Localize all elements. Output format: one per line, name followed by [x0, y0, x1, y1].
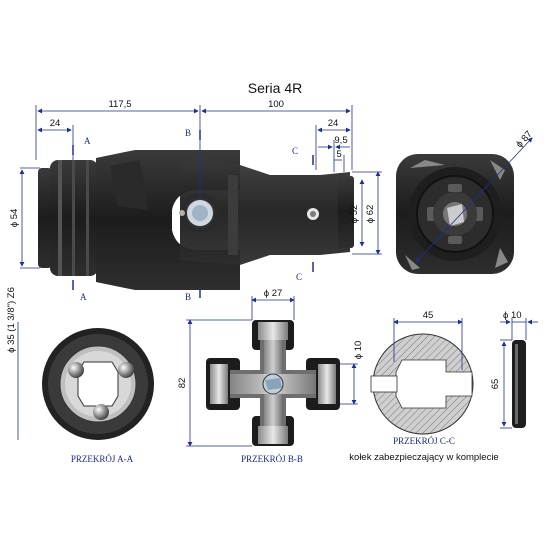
drawing-title: Seria 4R	[248, 80, 302, 96]
label-section-a-a: PRZEKRÓJ A-A	[71, 454, 134, 464]
dim-45: 45	[423, 310, 434, 321]
label-section-b-b: PRZEKRÓJ B-B	[241, 454, 303, 464]
dim-100: 100	[268, 99, 284, 110]
joint-end-view	[396, 154, 514, 274]
dim-phi-62: ϕ 62	[365, 205, 376, 224]
section-c-c	[370, 333, 474, 435]
dim-9-5: 9,5	[334, 135, 347, 146]
dim-phi-54: ϕ 54	[9, 209, 20, 228]
marker-a-top: A	[84, 136, 91, 146]
dim-65: 65	[490, 379, 501, 390]
locking-pin	[512, 340, 526, 428]
joint-side-view	[38, 150, 354, 290]
side-view-dimensions: 117,5 100 24 24 9,5 5 ϕ 54 ϕ 52 ϕ 62	[9, 99, 382, 269]
section-markers: A A B B C C	[72, 128, 314, 302]
dim-phi-87: ϕ 87	[514, 129, 535, 150]
pin-dimensions: ϕ 10 65	[490, 310, 538, 429]
section-a-a	[42, 328, 154, 440]
dim-phi-27: ϕ 27	[264, 288, 283, 299]
dim-117-5: 117,5	[108, 99, 131, 110]
dim-phi-10-vertical: ϕ 10	[353, 341, 364, 360]
section-a-a-dimension: ϕ 35 (1 3/8") Z6	[6, 287, 19, 440]
dim-phi-10-horizontal: ϕ 10	[503, 310, 522, 321]
marker-b-bottom: B	[185, 292, 191, 302]
dim-24-left: 24	[50, 118, 61, 129]
marker-a-bottom: A	[80, 292, 87, 302]
dim-5: 5	[336, 149, 341, 160]
marker-c-bottom: C	[296, 272, 302, 282]
section-c-c-dimensions: 45	[393, 310, 463, 370]
section-b-b	[206, 320, 340, 446]
dim-82: 82	[177, 378, 188, 389]
label-pin-note: kołek zabezpieczający w komplecie	[349, 452, 498, 463]
marker-c-top: C	[292, 146, 298, 156]
dim-spline: ϕ 35 (1 3/8") Z6	[6, 287, 17, 353]
dim-24-right: 24	[328, 118, 339, 129]
dim-phi-52: ϕ 52	[349, 205, 360, 224]
label-section-c-c: PRZEKRÓJ C-C	[393, 436, 455, 446]
section-b-b-dimensions: ϕ 27 82 ϕ 10	[177, 288, 364, 447]
marker-b-top: B	[185, 128, 191, 138]
